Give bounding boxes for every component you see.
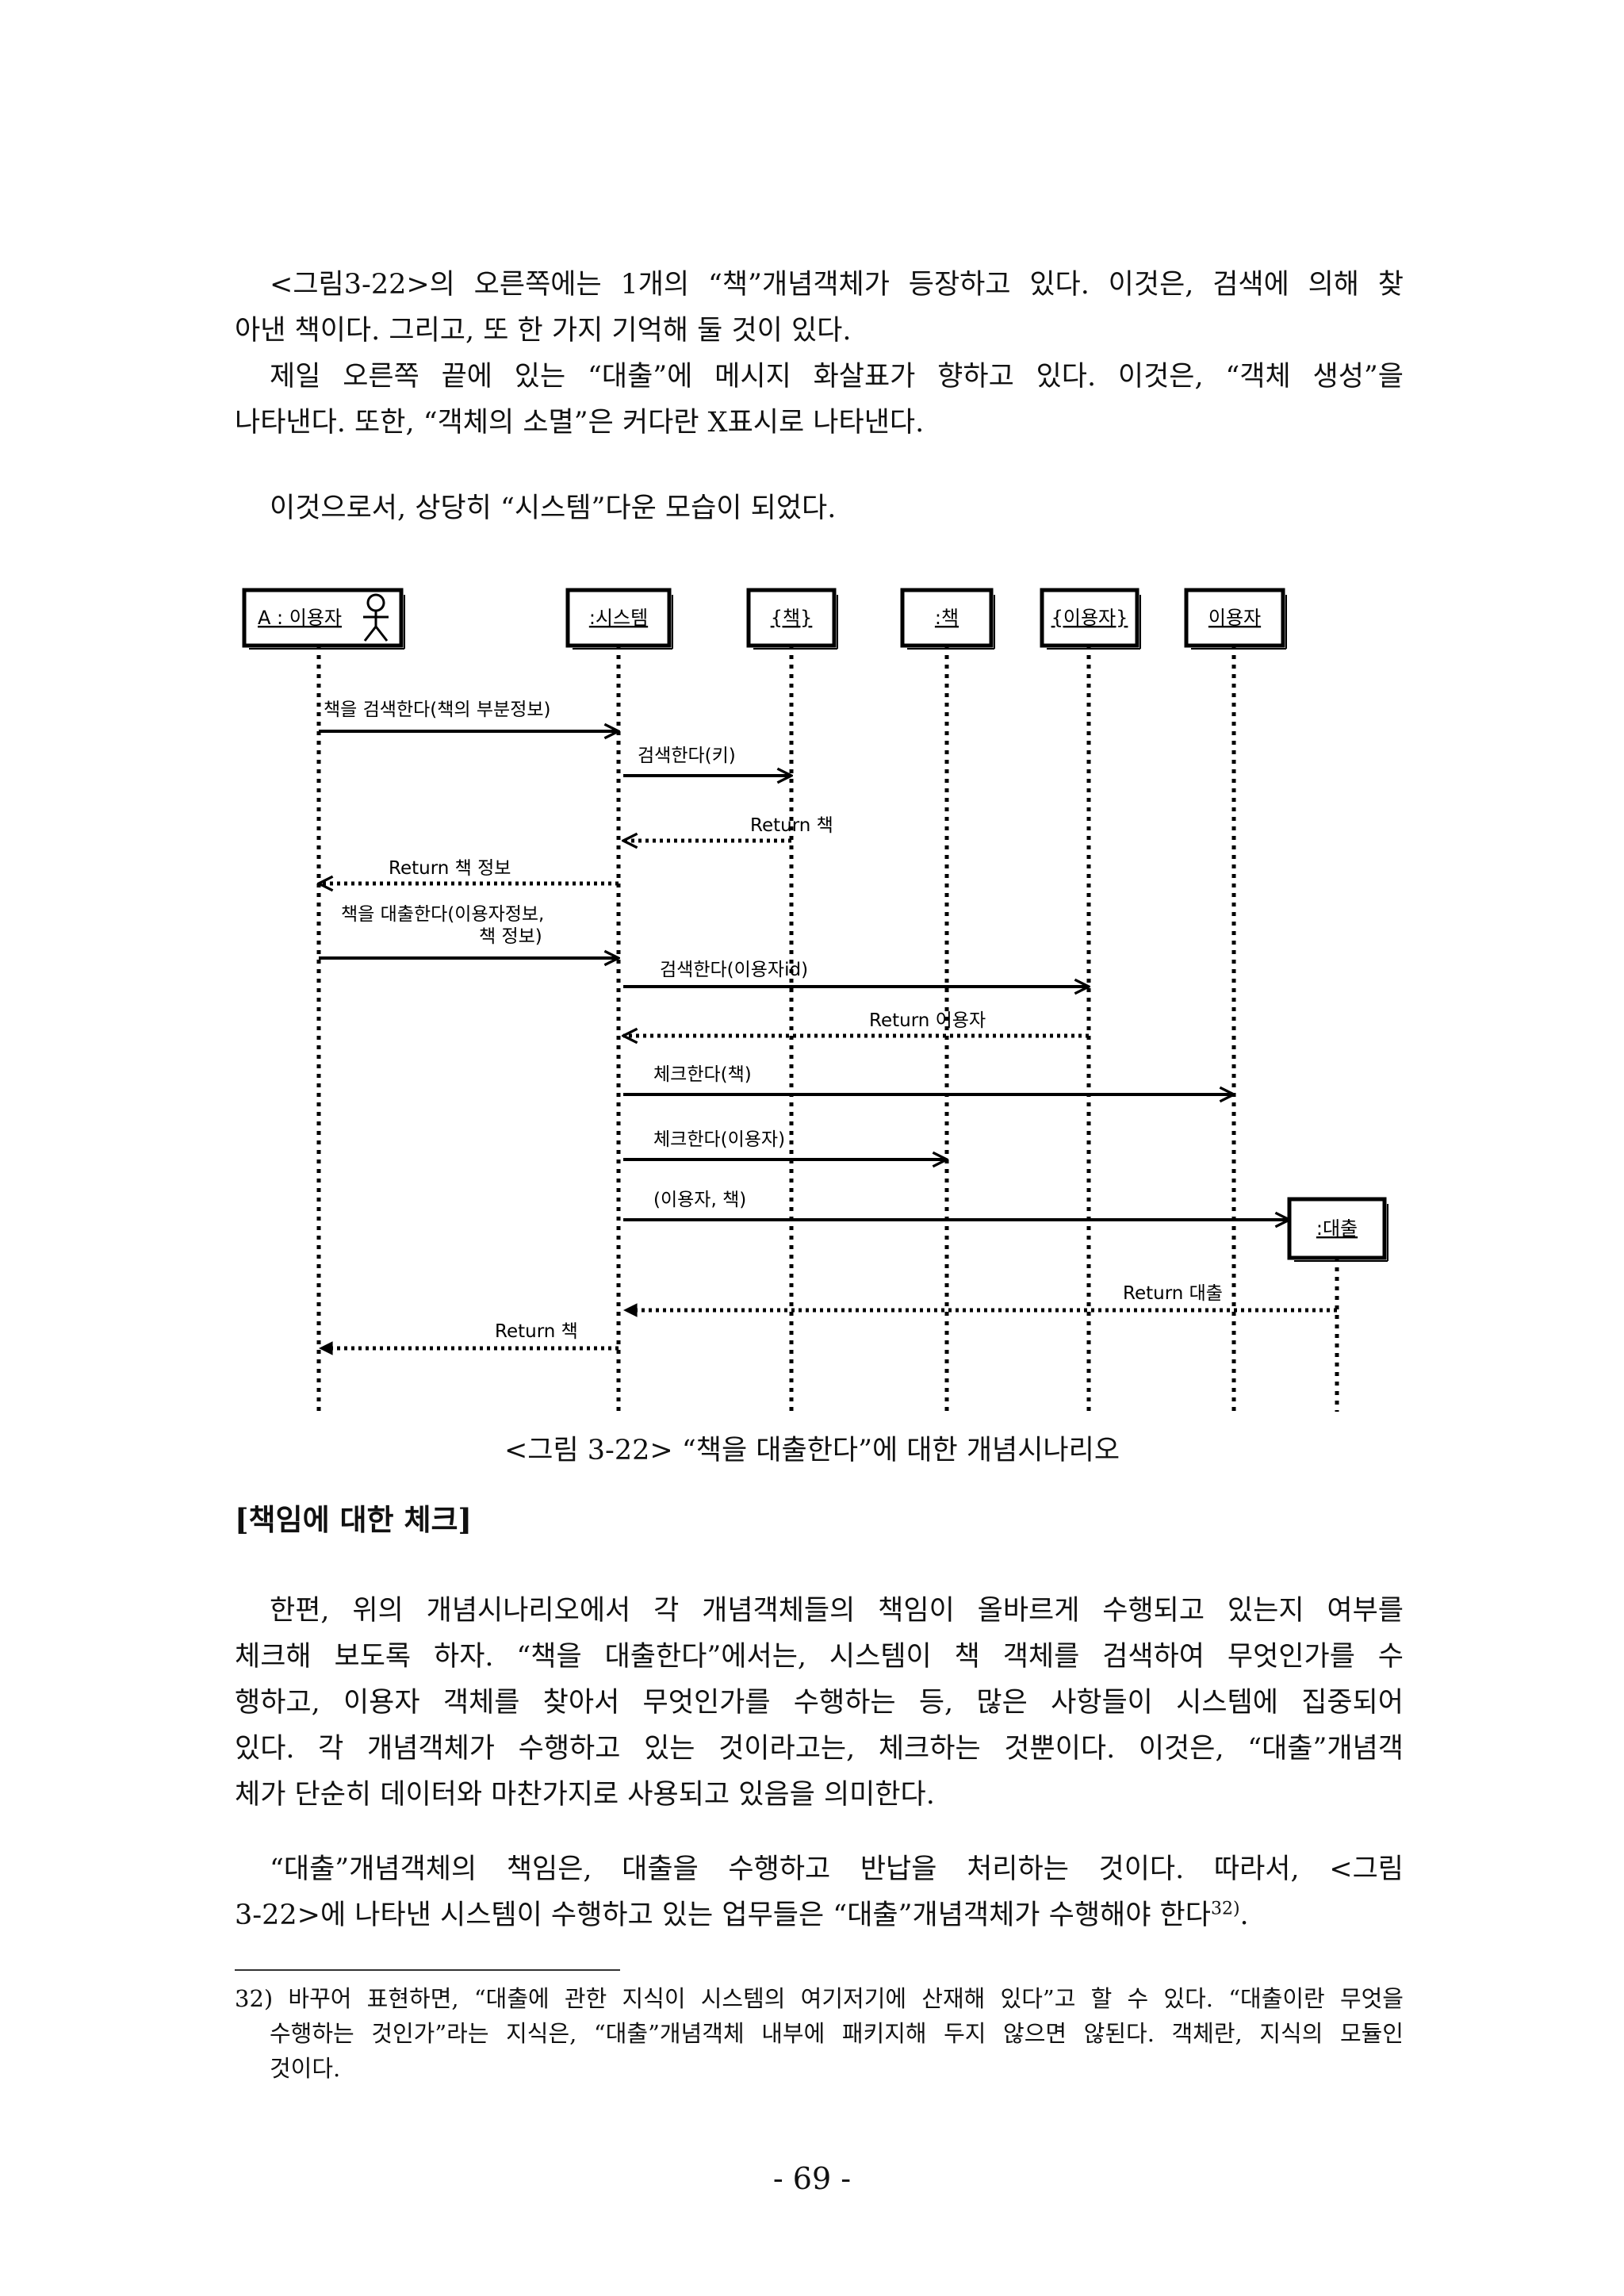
object-label-userset: {이용자}: [1051, 607, 1128, 629]
message-10: (이용자, 책): [623, 1190, 1289, 1220]
text-span: .: [1239, 1899, 1249, 1931]
footnote-line: 32) 바꾸어 표현하면, “대출에 관한 지식이 시스템의 여기저기에 산재해…: [235, 1985, 1404, 2012]
text-line: 3-22>에 나타낸 시스템이 수행하고 있는 업무들은 “대출”개념객체가 수…: [235, 1892, 1404, 1938]
object-label-book: :책: [935, 607, 959, 629]
object-label-bookset: {책}: [771, 607, 813, 629]
object-box-userset: {이용자}: [1040, 588, 1141, 650]
text-line: 한편, 위의 개념시나리오에서 각 개념객체들의 책임이 올바르게 수행되고 있…: [270, 1595, 1404, 1627]
footnote-line: 수행하는 것인가”라는 지식은, “대출”개념객체 내부에 패키지해 두지 않으…: [270, 2020, 1404, 2047]
message-3: Return 책: [623, 815, 833, 841]
message-9: 체크한다(이용자): [623, 1129, 947, 1159]
message-label: 책을 검색한다(책의 부분정보): [324, 700, 551, 720]
paragraph-3: 이것으로서, 상당히 “시스템”다운 모습이 되었다.: [235, 485, 1404, 531]
message-12: Return 책: [319, 1321, 619, 1355]
object-box-user: A : 이용자: [242, 588, 405, 650]
text-line: 아낸 책이다. 그리고, 또 한 가지 기억해 둘 것이 있다.: [235, 315, 852, 347]
object-label-system: :시스템: [589, 607, 648, 629]
message-6: 검색한다(이용자id): [623, 960, 1089, 987]
section-heading: [책임에 대한 체크]: [235, 1502, 473, 1537]
object-label-user: A : 이용자: [258, 607, 342, 629]
actor-icon: [363, 593, 389, 642]
paragraph-4: 한편, 위의 개념시나리오에서 각 개념객체들의 책임이 올바르게 수행되고 있…: [235, 1588, 1404, 1818]
sequence-diagram: A : 이용자 :시스템 {책} :책 {이용자} 이용자 :대출 책을 검색한다(책의 부…: [242, 588, 1388, 1412]
paragraph-5: “대출”개념객체의 책임은, 대출을 수행하고 반납을 처리하는 것이다. 따라…: [235, 1846, 1404, 1938]
text-line: “대출”개념객체의 책임은, 대출을 수행하고 반납을 처리하는 것이다. 따라…: [270, 1853, 1404, 1885]
footnote-line: 것이다.: [270, 2055, 341, 2082]
message-label: Return 책 정보: [389, 858, 511, 879]
message-1: 책을 검색한다(책의 부분정보): [319, 700, 619, 731]
object-box-book: :책: [900, 588, 995, 650]
text-line: 이것으로서, 상당히 “시스템”다운 모습이 되었다.: [270, 493, 837, 524]
message-4: Return 책 정보: [319, 858, 619, 884]
text-line: 있다. 각 개념객체가 수행하고 있는 것이라고는, 체크하는 것뿐이다. 이것…: [235, 1733, 1404, 1765]
object-label-userobj: 이용자: [1208, 607, 1261, 629]
text-line: 체가 단순히 데이터와 마찬가지로 사용되고 있음을 의미한다.: [235, 1779, 935, 1811]
message-label: 책을 대출한다(이용자정보,: [341, 904, 544, 925]
figure-caption: <그림 3-22> “책을 대출한다”에 대한 개념시나리오: [504, 1435, 1120, 1466]
text-line: 체크해 보도록 하자. “책을 대출한다”에서는, 시스템이 책 객체를 검색하…: [235, 1641, 1404, 1673]
object-label-loan: :대출: [1316, 1217, 1358, 1240]
paragraph-1: <그림3-22>의 오른쪽에는 1개의 “책”개념객체가 등장하고 있다. 이것…: [235, 262, 1404, 354]
message-label: 체크한다(이용자): [653, 1129, 785, 1150]
text-line: <그림3-22>의 오른쪽에는 1개의 “책”개념객체가 등장하고 있다. 이것…: [270, 269, 1404, 301]
text-span: 3-22>에 나타낸 시스템이 수행하고 있는 업무들은 “대출”개념객체가 수…: [235, 1899, 1211, 1931]
message-label: 검색한다(키): [638, 746, 736, 766]
message-label: Return 책: [750, 815, 833, 836]
page-number: - 69 -: [772, 2161, 852, 2196]
paragraph-2: 제일 오른쪽 끝에 있는 “대출”에 메시지 화살표가 향하고 있다. 이것은,…: [235, 354, 1404, 446]
footnote-ref[interactable]: 32): [1210, 1899, 1240, 1919]
text-line: 제일 오른쪽 끝에 있는 “대출”에 메시지 화살표가 향하고 있다. 이것은,…: [270, 361, 1404, 393]
text-line: 나타낸다. 또한, “객체의 소멸”은 커다란 X표시로 나타낸다.: [235, 407, 925, 439]
footnote-divider: [235, 1969, 620, 1971]
message-label: 체크한다(책): [653, 1064, 752, 1085]
message-label: 책 정보): [479, 926, 542, 947]
footnote: 32) 바꾸어 표현하면, “대출에 관한 지식이 시스템의 여기저기에 산재해…: [235, 1981, 1404, 2086]
object-box-loan: :대출: [1287, 1197, 1388, 1262]
message-2: 검색한다(키): [623, 746, 791, 776]
message-label: Return 대출: [1123, 1283, 1223, 1304]
message-label: 검색한다(이용자id): [660, 960, 808, 980]
message-7: Return 이용자: [623, 1010, 1089, 1036]
message-label: (이용자, 책): [653, 1190, 746, 1210]
object-box-userobj: 이용자: [1184, 588, 1287, 650]
text-line: 행하고, 이용자 객체를 찾아서 무엇인가를 수행하는 등, 많은 사항들이 시…: [235, 1687, 1404, 1719]
object-box-bookset: {책}: [746, 588, 838, 650]
message-11: Return 대출: [623, 1283, 1337, 1317]
message-8: 체크한다(책): [623, 1064, 1234, 1094]
message-label: Return 이용자: [869, 1010, 986, 1031]
object-box-system: :시스템: [565, 588, 673, 650]
message-label: Return 책: [495, 1321, 578, 1342]
message-5: 책을 대출한다(이용자정보,책 정보): [319, 904, 619, 958]
